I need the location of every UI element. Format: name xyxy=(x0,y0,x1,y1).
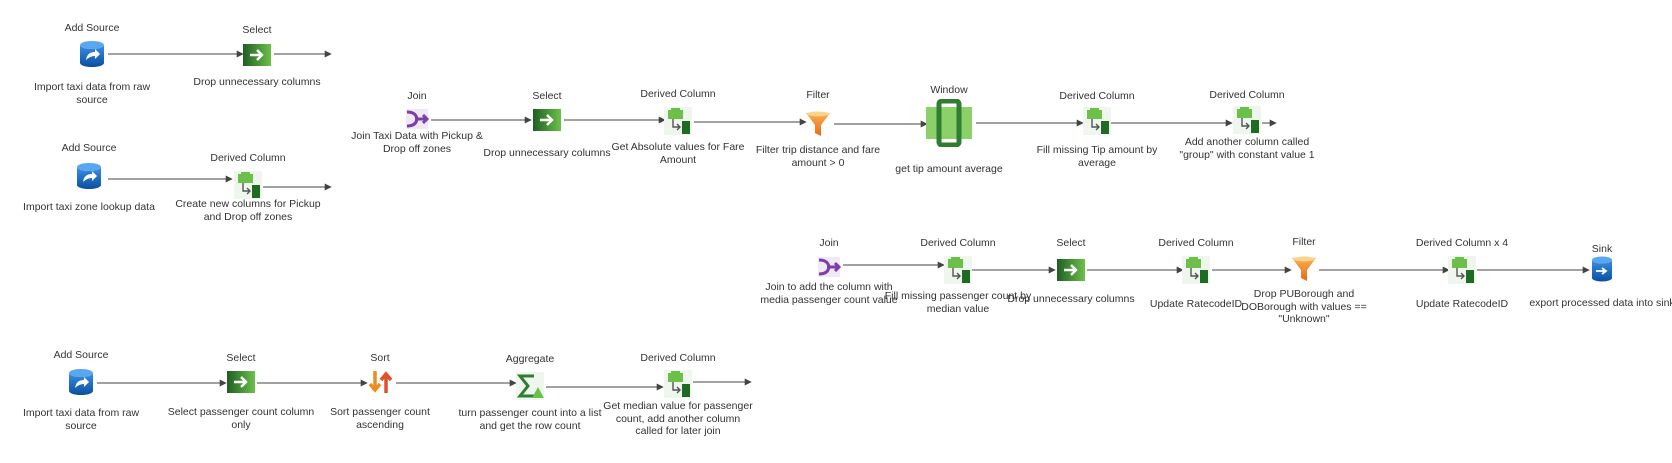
node-description: Drop unnecessary columns xyxy=(1007,293,1135,305)
node-description: Get Absolute values for Fare Amount xyxy=(611,141,745,166)
database-source-icon xyxy=(69,369,93,395)
sort-arrows-icon xyxy=(368,371,393,393)
node-add-source-passenger[interactable]: Add Source Import taxi data from raw sou… xyxy=(6,349,156,432)
derived-column-icon xyxy=(664,370,692,398)
node-filter-trip-fare[interactable]: Filter Filter trip distance and fare amo… xyxy=(743,89,893,169)
node-description: Get median value for passenger count, ad… xyxy=(603,400,753,437)
node-title: Add Source xyxy=(53,349,109,361)
node-title: Select xyxy=(242,24,272,36)
node-aggregate-passenger[interactable]: Aggregate turn passenger count into a li… xyxy=(455,353,605,432)
node-title: Derived Column xyxy=(1059,90,1135,102)
database-sink-icon xyxy=(1592,256,1612,282)
join-icon xyxy=(818,257,842,277)
filter-funnel-icon xyxy=(1292,256,1316,281)
derived-column-icon xyxy=(664,107,692,135)
node-description: Drop unnecessary columns xyxy=(483,147,611,159)
node-description: Update RatecodeID xyxy=(1415,298,1509,310)
node-title: Derived Column xyxy=(920,237,996,249)
node-select-passenger-count[interactable]: Select Select passenger count column onl… xyxy=(166,352,316,431)
node-title: Sink xyxy=(1591,243,1613,255)
node-description: Sort passenger count ascending xyxy=(330,406,430,431)
derived-column-icon xyxy=(1233,106,1261,134)
node-description: export processed data into sink xyxy=(1529,297,1672,309)
node-description: Select passenger count column only xyxy=(167,406,315,431)
filter-funnel-icon xyxy=(806,111,830,136)
node-description: Import taxi data from raw source xyxy=(22,407,140,432)
node-description: Join to add the column with media passen… xyxy=(760,281,898,306)
node-description: Import taxi zone lookup data xyxy=(23,201,155,213)
select-icon xyxy=(533,109,561,131)
node-title: Join xyxy=(407,90,427,102)
node-description: Import taxi data from raw source xyxy=(33,81,151,106)
node-join-zones[interactable]: Join Join Taxi Data with Pickup & Drop o… xyxy=(342,90,492,155)
node-derived-fill-tip[interactable]: Derived Column Fill missing Tip amount b… xyxy=(1022,90,1172,169)
node-description: get tip amount average xyxy=(895,163,1003,175)
node-description: Create new columns for Pickup and Drop o… xyxy=(175,198,321,223)
node-title: Add Source xyxy=(61,142,117,154)
derived-column-icon xyxy=(944,256,972,284)
database-source-icon xyxy=(77,163,101,189)
node-derived-median-passenger[interactable]: Derived Column Get median value for pass… xyxy=(603,352,753,437)
node-description: Drop unnecessary columns xyxy=(193,76,321,88)
node-sink[interactable]: Sink export processed data into sink xyxy=(1527,243,1672,309)
derived-column-icon xyxy=(1083,107,1111,135)
select-icon xyxy=(243,44,271,66)
aggregate-sigma-icon xyxy=(516,372,544,400)
node-title: Window xyxy=(930,84,968,96)
node-title: Aggregate xyxy=(505,353,555,365)
window-icon xyxy=(926,99,972,147)
node-title: Join xyxy=(819,237,839,249)
node-title: Add Source xyxy=(64,22,120,34)
node-window-tip-average[interactable]: Window get tip amount average xyxy=(874,84,1024,175)
node-title: Derived Column xyxy=(210,152,286,164)
node-derived-absolute-fare[interactable]: Derived Column Get Absolute values for F… xyxy=(603,88,753,166)
node-title: Derived Column xyxy=(640,88,716,100)
node-description: Fill missing passenger count by median v… xyxy=(884,290,1032,315)
node-title: Filter xyxy=(806,89,830,101)
node-description: turn passenger count into a list and get… xyxy=(458,407,602,432)
node-description: Filter trip distance and fare amount > 0 xyxy=(755,144,881,169)
node-derived-ratecode-x4[interactable]: Derived Column x 4 Update RatecodeID xyxy=(1387,237,1537,310)
join-icon xyxy=(406,109,430,129)
node-derived-group-column[interactable]: Derived Column Add another column called… xyxy=(1172,89,1322,161)
node-description: Drop PUBorough and DOBorough with values… xyxy=(1241,288,1367,325)
derived-column-icon xyxy=(1448,256,1476,284)
node-derived-pickup-dropoff[interactable]: Derived Column Create new columns for Pi… xyxy=(173,152,323,223)
node-select-drop-columns-1[interactable]: Select Drop unnecessary columns xyxy=(182,24,332,88)
node-title: Select xyxy=(532,90,562,102)
node-description: Join Taxi Data with Pickup & Drop off zo… xyxy=(351,130,483,155)
node-title: Derived Column x 4 xyxy=(1415,237,1509,249)
node-add-source-zone-lookup[interactable]: Add Source Import taxi zone lookup data xyxy=(14,142,164,213)
node-title: Derived Column xyxy=(1209,89,1285,101)
node-derived-fill-passenger[interactable]: Derived Column Fill missing passenger co… xyxy=(883,237,1033,315)
node-add-source-taxi-raw[interactable]: Add Source Import taxi data from raw sou… xyxy=(17,22,167,106)
node-title: Select xyxy=(1056,237,1086,249)
node-title: Select xyxy=(226,352,256,364)
node-join-median[interactable]: Join Join to add the column with media p… xyxy=(754,237,904,306)
node-title: Derived Column xyxy=(640,352,716,364)
node-filter-unknown-borough[interactable]: Filter Drop PUBorough and DOBorough with… xyxy=(1229,236,1379,325)
select-icon xyxy=(1057,259,1085,281)
node-title: Filter xyxy=(1292,236,1316,248)
node-derived-ratecode-1[interactable]: Derived Column Update RatecodeID xyxy=(1121,237,1271,310)
derived-column-icon xyxy=(234,171,262,199)
node-select-drop-columns-3[interactable]: Select Drop unnecessary columns xyxy=(996,237,1146,305)
derived-column-icon xyxy=(1182,256,1210,284)
database-source-icon xyxy=(80,41,104,67)
node-sort-passenger[interactable]: Sort Sort passenger count ascending xyxy=(305,352,455,431)
select-icon xyxy=(227,371,255,393)
node-title: Derived Column xyxy=(1158,237,1234,249)
node-select-drop-columns-2[interactable]: Select Drop unnecessary columns xyxy=(472,90,622,159)
node-title: Sort xyxy=(370,352,390,364)
node-description: Update RatecodeID xyxy=(1149,298,1243,310)
node-description: Add another column called "group" with c… xyxy=(1179,136,1315,161)
node-description: Fill missing Tip amount by average xyxy=(1036,144,1158,169)
connection-lines xyxy=(97,50,1590,391)
